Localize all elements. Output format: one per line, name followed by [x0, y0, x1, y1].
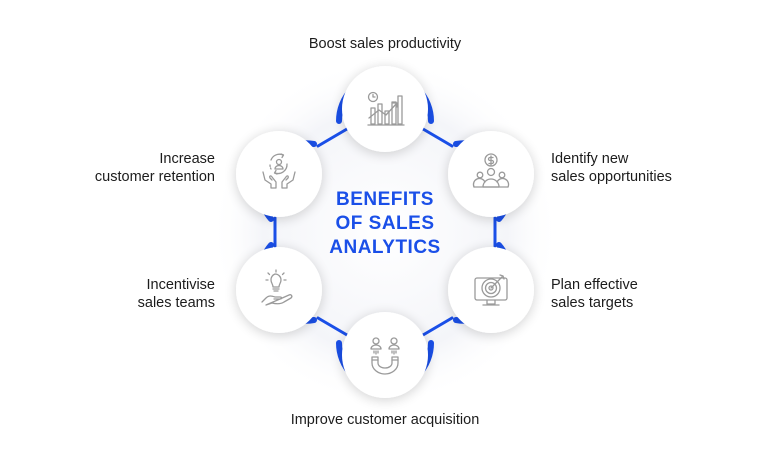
title-line-1: BENEFITS — [336, 189, 434, 210]
title-line-3: ANALYTICS — [329, 237, 441, 258]
label-top: Boost sales productivity — [235, 35, 535, 53]
label-bottom: Improve customer acquisition — [235, 411, 535, 429]
hand-lightbulb-icon — [261, 269, 293, 306]
label-text: sales opportunities — [551, 169, 672, 185]
label-text: customer retention — [94, 169, 215, 185]
node-circle-upper-right — [448, 131, 534, 217]
money-team-icon — [472, 153, 510, 188]
label-upper-right: Identify new sales opportunities — [551, 150, 672, 186]
connector-lines — [273, 127, 497, 337]
magnet-people-icon — [370, 337, 400, 375]
label-text: Identify new — [551, 151, 629, 167]
chart-growth-icon — [367, 91, 405, 126]
label-upper-left: Increase customer retention — [95, 150, 215, 186]
label-text: Plan effective — [551, 277, 638, 293]
node-circle-lower-left — [236, 247, 322, 333]
label-text: Incentivise — [146, 277, 215, 293]
node-circle-bottom — [342, 312, 428, 398]
label-lower-left: Incentivise sales teams — [138, 276, 215, 312]
label-text: sales targets — [551, 295, 634, 311]
node-circle-top — [342, 66, 428, 152]
label-text: Improve customer acquisition — [290, 412, 480, 428]
target-monitor-icon — [474, 274, 508, 306]
label-text: Increase — [159, 151, 215, 167]
title-line-2: OF SALES — [335, 213, 435, 234]
diagram-title: BENEFITS OF SALES ANALYTICS — [300, 188, 470, 260]
label-text: sales teams — [137, 295, 215, 311]
hands-retention-icon — [262, 153, 296, 189]
label-text: Boost sales productivity — [308, 36, 462, 52]
label-lower-right: Plan effective sales targets — [551, 276, 638, 312]
